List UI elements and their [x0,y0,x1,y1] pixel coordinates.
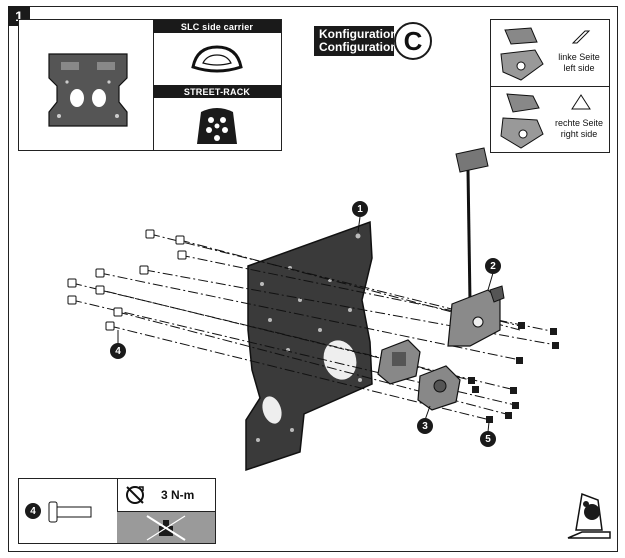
legend-screw-ref: 4 [25,503,41,519]
instruction-frame [8,6,618,552]
configuration-en: Configuration [319,40,398,54]
configuration-letter: C [394,22,432,60]
callout-plate: 1 [352,201,368,217]
right-side-part-icon [500,93,544,149]
configuration-label: Konfiguration Configuration C [314,22,432,60]
no-threadlock-icon [146,515,186,541]
parallelogram-icon [571,30,591,44]
street-rack-icon [197,108,237,144]
left-side-de: linke Seite [558,52,600,62]
torque-wrench-icon [126,486,144,504]
right-side-en: right side [560,129,598,139]
side-legend: linke Seite left side rechte Seite right… [490,19,610,153]
variant-panel: SLC side carrier STREET-RACK [18,19,282,151]
slc-carrier-label: SLC side carrier [153,20,281,33]
plate-thumbnail [48,53,128,127]
left-side-en: left side [563,63,595,73]
callout-nut: 5 [480,431,496,447]
callout-clamp: 2 [485,258,501,274]
street-rack-label: STREET-RACK [153,85,281,98]
triangle-icon [571,94,591,110]
plate-preview [19,20,154,150]
configuration-de: Konfiguration [319,27,398,41]
callout-screw: 4 [110,343,126,359]
motorcycle-icon [567,492,611,539]
right-side-de: rechte Seite [554,118,604,128]
torque-value: 3 N-m [161,488,195,502]
slc-carrier-icon [191,45,243,73]
left-side-part-icon [500,27,544,81]
callout-bracket: 3 [417,418,433,434]
torque-legend: 4 3 N-m [18,478,216,544]
screw-icon [48,501,92,523]
